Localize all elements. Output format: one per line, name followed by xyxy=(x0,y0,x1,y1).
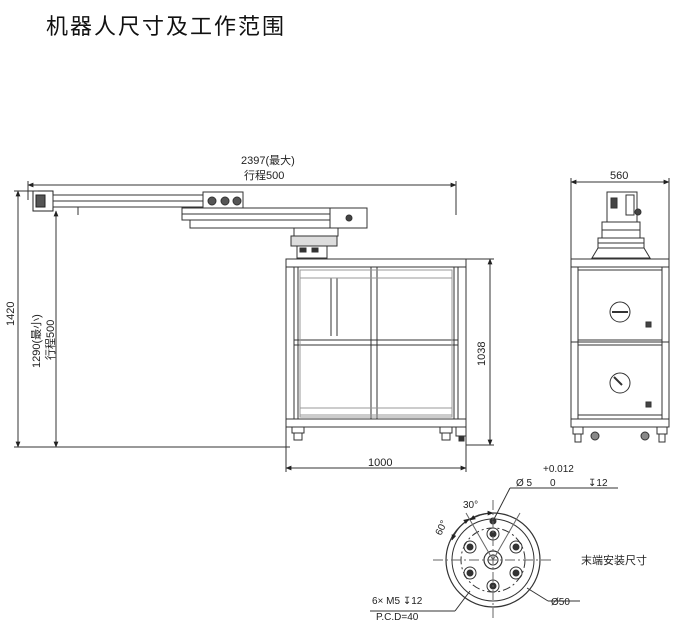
flange-hole-dia: Ø 5 xyxy=(516,478,533,489)
dim-width-stroke: 行程500 xyxy=(244,169,284,182)
bolt-holes xyxy=(463,527,523,593)
dim-frame-height: 1038 xyxy=(476,342,488,366)
dim-frame-width: 1000 xyxy=(368,457,392,469)
frame-front xyxy=(285,258,467,442)
side-view xyxy=(570,178,670,443)
flange-angle-60: 60° xyxy=(434,519,450,537)
dim-arm-stroke: 行程500 xyxy=(44,320,57,360)
page-title: 机器人尺寸及工作范围 xyxy=(46,15,287,40)
dim-side-width: 560 xyxy=(610,170,628,182)
dim-arm-height: 1290(最小) xyxy=(30,314,43,368)
flange-view xyxy=(370,487,618,620)
dim-width-max: 2397(最大) xyxy=(241,153,295,167)
flange-angle-30: 30° xyxy=(463,500,478,511)
flange-pcd: P.C.D=40 xyxy=(376,612,419,623)
robot-arm xyxy=(32,190,368,259)
flange-tol-zero: 0 xyxy=(550,478,556,489)
dim-total-height: 1420 xyxy=(5,302,17,326)
flange-outer-dia: Ø50 xyxy=(551,597,570,608)
flange-hole-depth: ↧12 xyxy=(588,478,608,489)
front-view xyxy=(14,181,494,472)
flange-caption: 末端安装尺寸 xyxy=(581,553,647,567)
flange-bolt-spec: 6× M5 ↧12 xyxy=(372,596,423,607)
flange-tol: +0.012 xyxy=(543,464,574,475)
